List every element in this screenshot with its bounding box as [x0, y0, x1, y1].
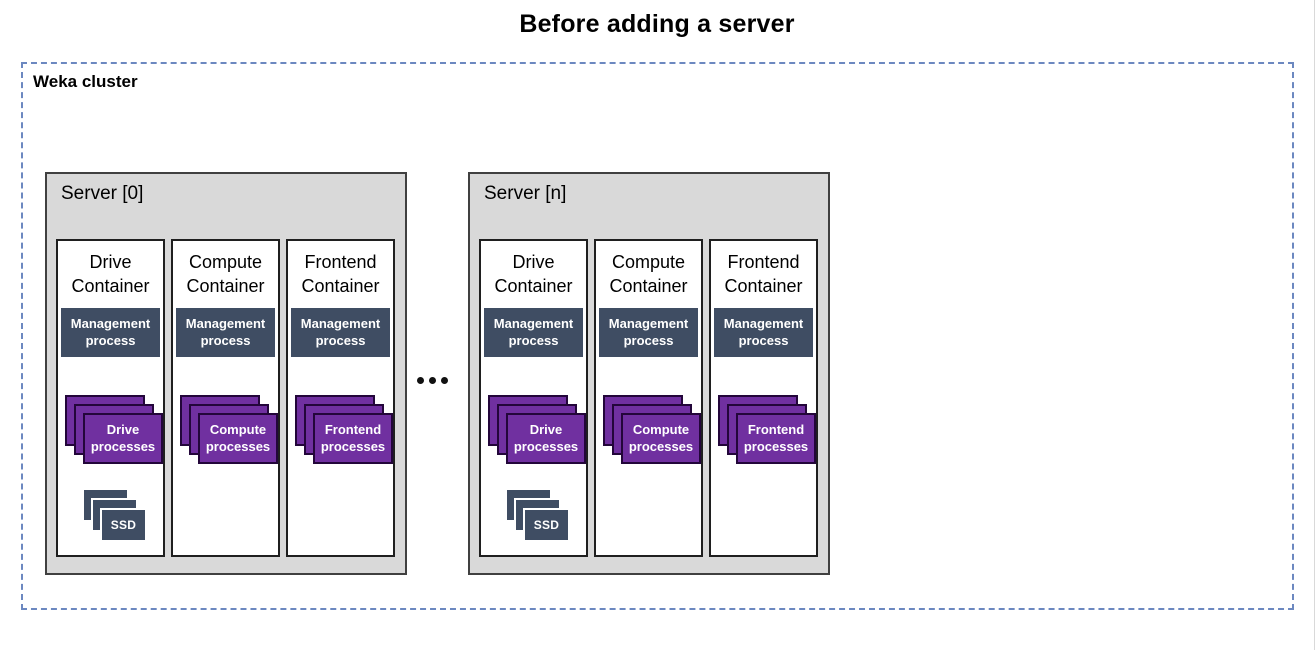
server-box-n: Server [n] Drive Container Management pr… [468, 172, 830, 575]
management-process-box: Management process [176, 308, 275, 357]
ssd-box-front: SSD [523, 508, 570, 542]
server-title: Server [n] [484, 183, 567, 204]
process-box-front: Frontend processes [313, 413, 393, 464]
container-title: Compute Container [186, 252, 265, 297]
process-stack: Frontend processes [295, 395, 393, 464]
container-title: Drive Container [494, 252, 573, 297]
frontend-container: Frontend Container Management process Fr… [709, 239, 818, 557]
process-stack: Compute processes [603, 395, 701, 464]
process-box-front: Frontend processes [736, 413, 816, 464]
frontend-container: Frontend Container Management process Fr… [286, 239, 395, 557]
drive-container: Drive Container Management process Drive… [56, 239, 165, 557]
ssd-stack: SSD [82, 488, 148, 543]
container-title: Drive Container [71, 252, 150, 297]
management-process-box: Management process [599, 308, 698, 357]
ellipsis-icon [417, 377, 448, 384]
containers-row: Drive Container Management process Drive… [56, 239, 395, 557]
management-process-box: Management process [484, 308, 583, 357]
process-box-front: Compute processes [198, 413, 278, 464]
management-process-box: Management process [714, 308, 813, 357]
process-stack: Frontend processes [718, 395, 816, 464]
ssd-stack: SSD [505, 488, 571, 543]
page-title: Before adding a server [519, 10, 795, 38]
compute-container: Compute Container Management process Com… [594, 239, 703, 557]
process-stack: Compute processes [180, 395, 278, 464]
ssd-box-front: SSD [100, 508, 147, 542]
server-box-0: Server [0] Drive Container Management pr… [45, 172, 407, 575]
ellipsis-dot [417, 377, 424, 384]
process-box-front: Drive processes [83, 413, 163, 464]
container-title: Frontend Container [301, 252, 380, 297]
container-title: Frontend Container [724, 252, 803, 297]
process-stack: Drive processes [488, 395, 586, 464]
cluster-box: Weka cluster Server [0] Drive Container … [21, 62, 1294, 610]
server-title: Server [0] [61, 183, 144, 204]
compute-container: Compute Container Management process Com… [171, 239, 280, 557]
ellipsis-dot [429, 377, 436, 384]
management-process-box: Management process [291, 308, 390, 357]
containers-row: Drive Container Management process Drive… [479, 239, 818, 557]
drive-container: Drive Container Management process Drive… [479, 239, 588, 557]
process-box-front: Drive processes [506, 413, 586, 464]
process-stack: Drive processes [65, 395, 163, 464]
cluster-label: Weka cluster [33, 72, 138, 91]
ellipsis-dot [441, 377, 448, 384]
management-process-box: Management process [61, 308, 160, 357]
container-title: Compute Container [609, 252, 688, 297]
process-box-front: Compute processes [621, 413, 701, 464]
